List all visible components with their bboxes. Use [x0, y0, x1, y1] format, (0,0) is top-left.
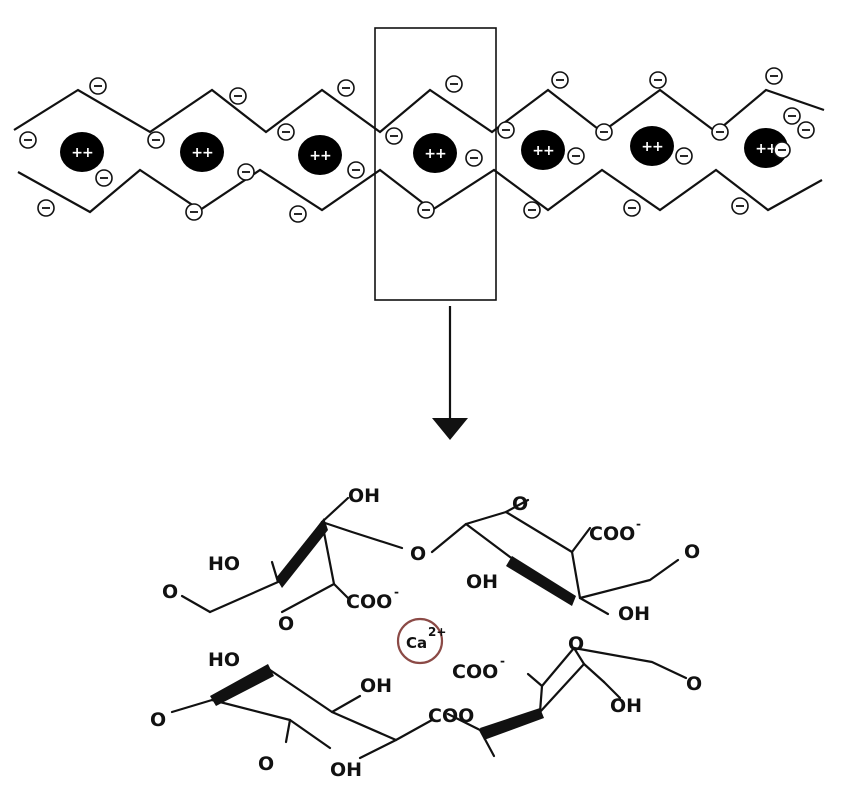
anion-marker [465, 149, 483, 167]
anion-marker [567, 147, 585, 165]
upper-zigzag-strand [13, 88, 825, 134]
label-o: COO [428, 705, 474, 727]
anion-marker [523, 201, 541, 219]
wedge-bonds [210, 518, 576, 740]
svg-text:++: ++ [755, 141, 777, 157]
label-o: O [162, 581, 178, 603]
label-o: O [684, 541, 700, 563]
anion-marker [385, 127, 403, 145]
label-coo: O [258, 753, 274, 775]
anion-marker [289, 205, 307, 223]
anion-marker [731, 197, 749, 215]
label-coo: COO [346, 591, 392, 613]
anion-marker [797, 121, 815, 139]
anion-marker [89, 77, 107, 95]
label-o: O [686, 673, 702, 695]
label-o: O [150, 709, 166, 731]
anion-marker [37, 199, 55, 217]
ion-ring [396, 617, 444, 665]
svg-text:++: ++ [71, 145, 93, 161]
anion-marker [277, 123, 295, 141]
anion-marker [649, 71, 667, 89]
label-o: O [410, 543, 426, 565]
label-oh: OH [360, 675, 392, 697]
ion-symbol: Ca [406, 634, 427, 652]
label-o: O [512, 493, 528, 515]
anion-group [19, 67, 815, 223]
anion-marker [417, 201, 435, 219]
label-o: O [278, 613, 294, 635]
label-oh: OH [610, 695, 642, 717]
anion-marker [185, 203, 203, 221]
divalent-cation: ++ [413, 133, 457, 173]
label-coo: COO [589, 523, 635, 545]
cation-group: ++ ++ ++ ++ ++ ++ ++ [60, 126, 788, 175]
arrow-head [432, 418, 468, 440]
calcium-ion: Ca 2+ [396, 617, 446, 665]
label-coo: COO [452, 661, 498, 683]
label-charge: - [394, 585, 399, 599]
svg-text:++: ++ [424, 146, 446, 162]
divalent-cation: ++ [180, 132, 224, 172]
anion-marker [773, 141, 791, 159]
anion-marker [445, 75, 463, 93]
anion-marker [765, 67, 783, 85]
selection-box [374, 27, 497, 301]
anion-marker [147, 131, 165, 149]
anion-marker [711, 123, 729, 141]
divalent-cation: ++ [60, 132, 104, 172]
atom-labels: OH O COO - O HO O OH COO - O OH O HO OH … [150, 485, 702, 781]
label-oh: OH [466, 571, 498, 593]
label-ho: HO [208, 553, 240, 575]
anion-marker [623, 199, 641, 217]
anion-marker [229, 87, 247, 105]
anion-marker [675, 147, 693, 165]
label-o: O [568, 633, 584, 655]
divalent-cation: ++ [298, 135, 342, 175]
divalent-cation: ++ [744, 128, 788, 168]
label-ho: HO [208, 649, 240, 671]
anion-marker [237, 163, 255, 181]
ring-bonds [170, 496, 688, 760]
svg-text:++: ++ [532, 143, 554, 159]
label-charge: - [500, 654, 505, 668]
ion-charge: 2+ [428, 625, 446, 639]
label-o: OH [330, 759, 362, 781]
divalent-cation: ++ [521, 130, 565, 170]
label-charge: - [636, 517, 641, 531]
svg-text:++: ++ [191, 145, 213, 161]
anion-marker [595, 123, 613, 141]
anion-marker [783, 107, 801, 125]
anion-marker [551, 71, 569, 89]
label-oh: OH [348, 485, 380, 507]
anion-marker [19, 131, 37, 149]
svg-text:++: ++ [309, 148, 331, 164]
anion-marker [497, 121, 515, 139]
divalent-cation: ++ [630, 126, 674, 166]
anion-marker [347, 161, 365, 179]
anion-marker [337, 79, 355, 97]
anion-marker [95, 169, 113, 187]
svg-text:++: ++ [641, 139, 663, 155]
label-oh: OH [618, 603, 650, 625]
